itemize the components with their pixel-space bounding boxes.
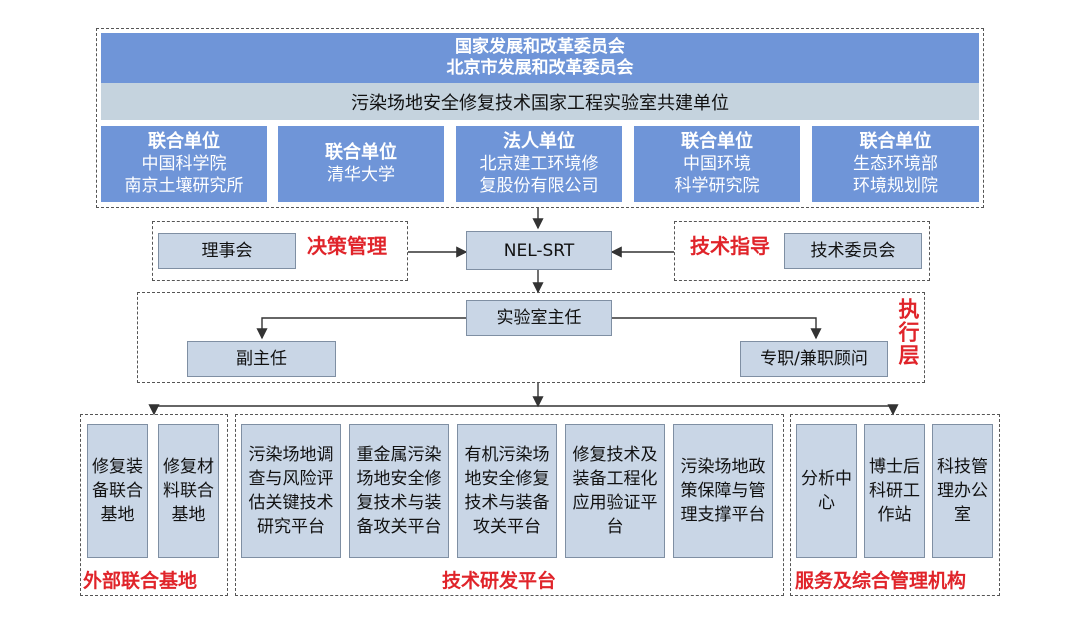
deputy-box: 副主任 [187, 341, 336, 377]
platform-card: 修复技术及装备工程化应用验证平台 [565, 424, 665, 558]
unit-card: 联合单位 生态环境部 环境规划院 [812, 126, 979, 202]
unit-card: 法人单位 北京建工环境修 复股份有限公司 [456, 126, 622, 202]
platforms-container [235, 414, 784, 596]
unit-title: 联合单位 [681, 131, 753, 152]
unit-line1: 清华大学 [327, 165, 395, 185]
decision-label: 决策管理 [307, 234, 387, 258]
tech-guide-label: 技术指导 [690, 234, 770, 258]
subtitle-band: 污染场地安全修复技术国家工程实验室共建单位 [101, 83, 979, 120]
base-card: 修复装备联合基地 [87, 424, 148, 558]
nel-box: NEL-SRT [466, 231, 612, 270]
base-card: 修复材料联合基地 [158, 424, 219, 558]
services-container [790, 414, 1000, 596]
exec-label: 执行层 [896, 298, 920, 367]
service-card: 博士后科研工作站 [864, 424, 925, 558]
bases-container [80, 414, 228, 596]
unit-line1: 中国科学院 [141, 154, 227, 174]
top-container [96, 28, 984, 208]
unit-title: 法人单位 [503, 131, 575, 152]
unit-line2: 南京土壤研究所 [124, 176, 244, 196]
unit-line1: 中国环境 [683, 154, 751, 174]
unit-title: 联合单位 [148, 131, 220, 152]
platform-card: 重金属污染场地安全修复技术与装备攻关平台 [349, 424, 449, 558]
platform-card: 污染场地调查与风险评估关键技术研究平台 [241, 424, 341, 558]
decision-container [152, 221, 408, 281]
org-line1: 国家发展和改革委员会 [455, 37, 625, 57]
unit-line1: 北京建工环境修 [479, 154, 599, 174]
platform-card: 有机污染场地安全修复技术与装备攻关平台 [457, 424, 557, 558]
unit-card: 联合单位 清华大学 [278, 126, 444, 202]
bases-label: 外部联合基地 [83, 570, 198, 592]
unit-line2: 环境规划院 [853, 176, 938, 196]
org-line2: 北京市发展和改革委员会 [446, 58, 634, 78]
director-box: 实验室主任 [466, 300, 612, 336]
platform-card: 污染场地政策保障与管理支撑平台 [673, 424, 773, 558]
services-label: 服务及综合管理机构 [795, 570, 967, 592]
unit-line2: 复股份有限公司 [479, 176, 599, 196]
unit-line1: 生态环境部 [853, 154, 938, 174]
platforms-label: 技术研发平台 [442, 570, 557, 592]
service-card: 分析中心 [796, 424, 857, 558]
committee-box: 技术委员会 [784, 233, 922, 269]
council-box: 理事会 [158, 233, 296, 269]
service-card: 科技管理办公室 [932, 424, 993, 558]
tech-guide-container [674, 221, 930, 281]
unit-title: 联合单位 [325, 142, 397, 163]
ndrc-band: 国家发展和改革委员会 北京市发展和改革委员会 [101, 33, 979, 83]
exec-container [137, 292, 925, 383]
unit-card: 联合单位 中国科学院 南京土壤研究所 [101, 126, 267, 202]
advisor-box: 专职/兼职顾问 [740, 341, 888, 377]
unit-line2: 科学研究院 [674, 176, 760, 196]
unit-title: 联合单位 [859, 131, 932, 152]
unit-card: 联合单位 中国环境 科学研究院 [634, 126, 800, 202]
